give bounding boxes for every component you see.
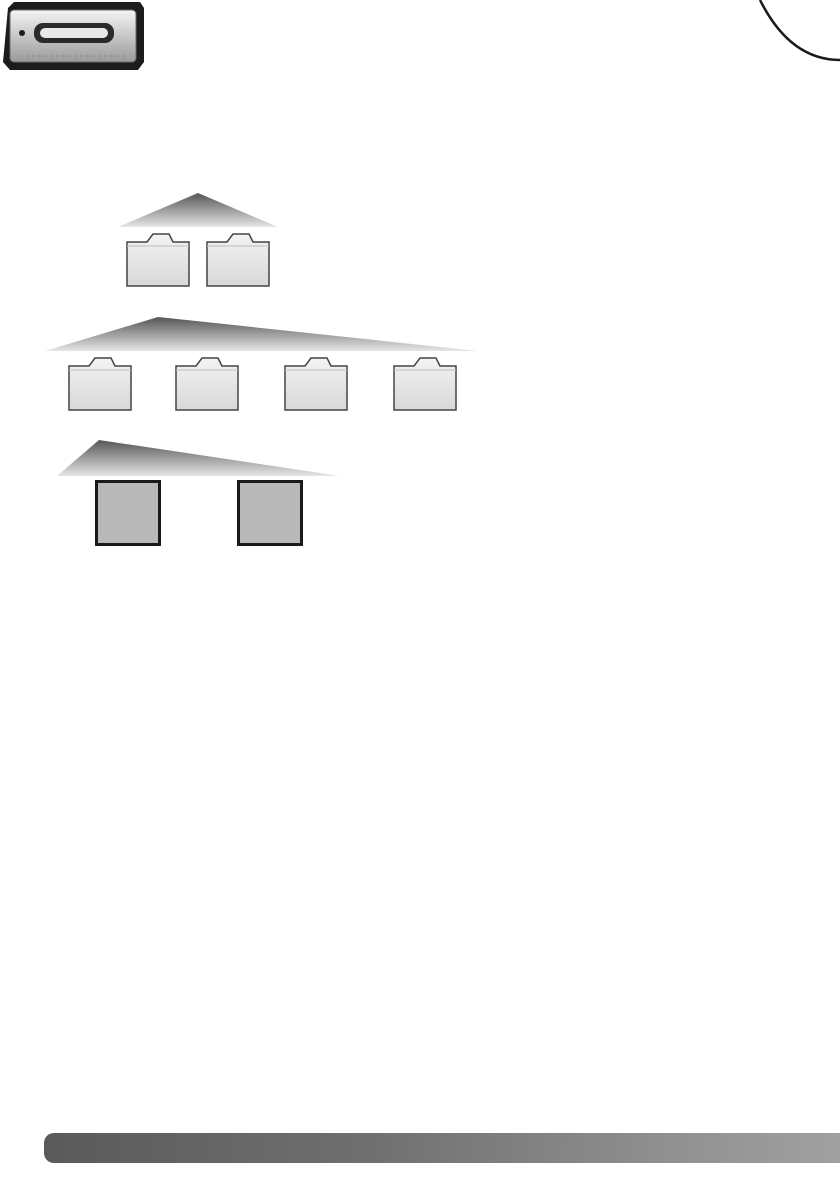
folder-icon: [69, 358, 131, 410]
footer-bar: [44, 1133, 840, 1163]
image-file-icon: [237, 480, 303, 546]
folder-icon: [127, 234, 189, 286]
branch-fan-level-2: [45, 317, 478, 351]
branch-fan-level-1: [118, 193, 278, 227]
image-file-icon: [95, 480, 161, 546]
folder-tree: [0, 0, 840, 560]
folder-icon: [285, 358, 347, 410]
folder-icon: [394, 358, 456, 410]
branch-fan-level-3: [57, 440, 340, 476]
folder-icon: [207, 234, 269, 286]
folder-icon: [176, 358, 238, 410]
